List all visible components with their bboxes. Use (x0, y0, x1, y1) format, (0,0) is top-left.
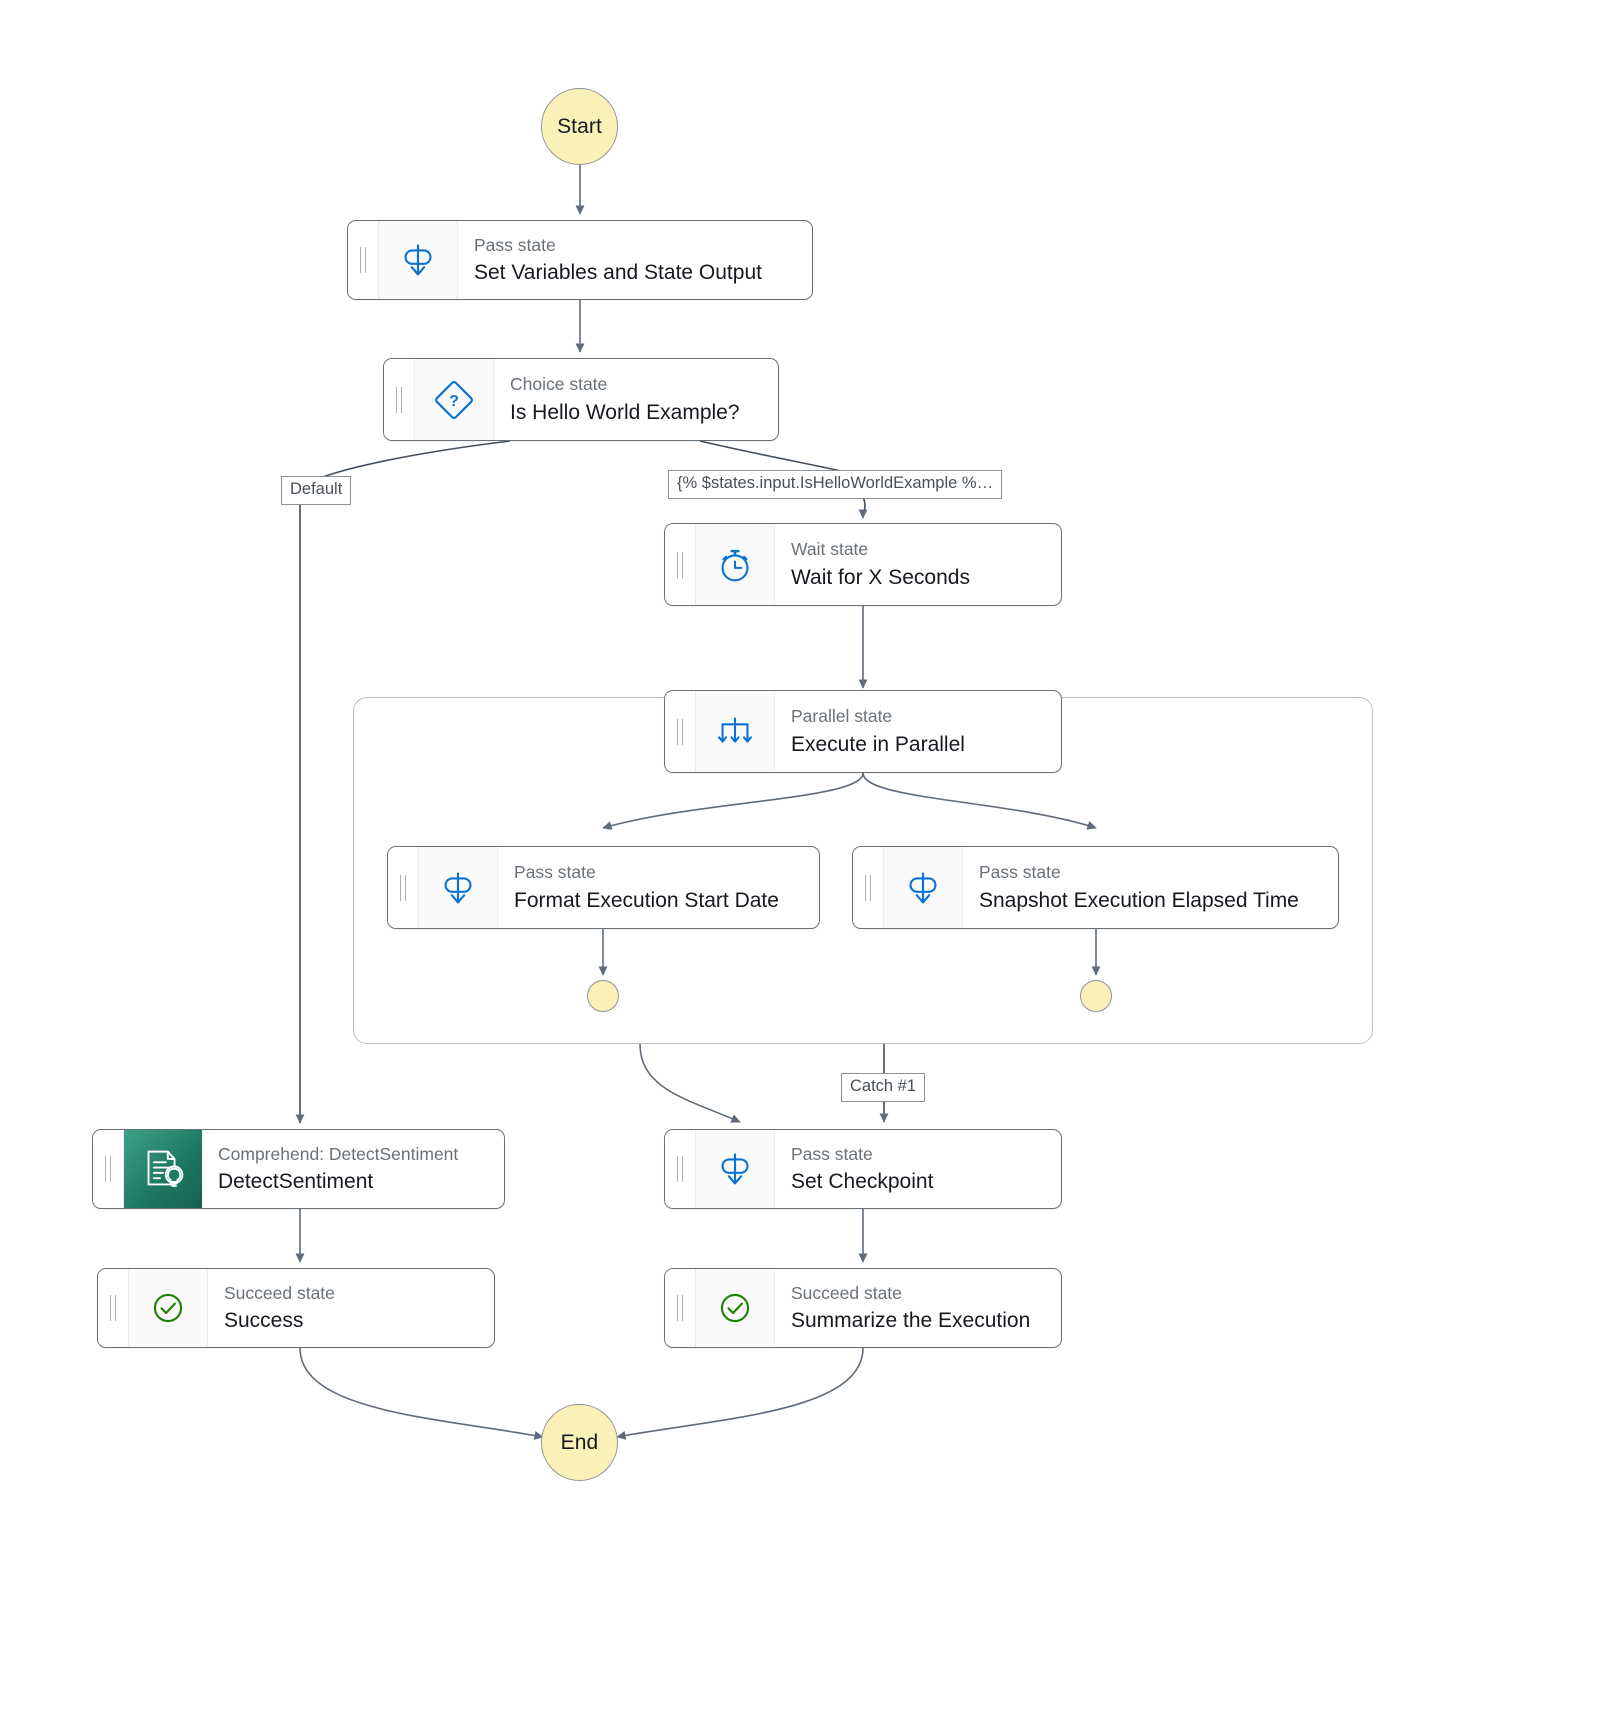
state-kind-label: Pass state (791, 1143, 873, 1164)
state-node-detect-sentiment[interactable]: Comprehend: DetectSentiment DetectSentim… (92, 1129, 505, 1209)
state-node-format-execution-start-date[interactable]: Pass state Format Execution Start Date (387, 846, 820, 929)
state-kind-label: Pass state (514, 862, 596, 883)
end-terminal[interactable]: End (541, 1404, 618, 1481)
state-name-label: Set Checkpoint (791, 1170, 934, 1194)
state-name-label: Wait for X Seconds (791, 565, 970, 589)
state-name-label: Snapshot Execution Elapsed Time (979, 888, 1299, 912)
wait-state-icon (696, 524, 775, 605)
node-text: Choice state Is Hello World Example? (494, 359, 778, 440)
state-kind-label: Choice state (510, 374, 608, 395)
node-text: Pass state Set Checkpoint (775, 1130, 1061, 1208)
node-text: Parallel state Execute in Parallel (775, 691, 1061, 772)
svg-text:?: ? (449, 393, 459, 410)
state-kind-label: Comprehend: DetectSentiment (218, 1143, 459, 1164)
state-kind-label: Pass state (979, 862, 1061, 883)
state-kind-label: Wait state (791, 539, 869, 560)
state-name-label: Set Variables and State Output (474, 261, 762, 285)
state-node-set-variables-and-state-output[interactable]: Pass state Set Variables and State Outpu… (347, 220, 813, 300)
state-node-is-hello-world-example[interactable]: ? Choice state Is Hello World Example? (383, 358, 779, 441)
state-node-summarize-the-execution[interactable]: Succeed state Summarize the Execution (664, 1268, 1062, 1348)
state-name-label: Summarize the Execution (791, 1309, 1031, 1333)
parallel-branch-1-end-terminal[interactable] (587, 980, 619, 1012)
parallel-branch-2-end-terminal[interactable] (1080, 980, 1112, 1012)
drag-handle[interactable] (348, 221, 379, 299)
state-node-wait-for-x-seconds[interactable]: Wait state Wait for X Seconds (664, 523, 1062, 606)
node-text: Succeed state Success (208, 1269, 494, 1347)
edge-label-catch-1[interactable]: Catch #1 (841, 1073, 926, 1102)
edge-label-text: Default (290, 480, 343, 498)
edge-label-text: {% $states.input.IsHelloWorldExample %… (677, 474, 994, 492)
end-terminal-label: End (560, 1430, 599, 1454)
node-text: Comprehend: DetectSentiment DetectSentim… (202, 1130, 504, 1208)
node-text: Pass state Format Execution Start Date (498, 847, 819, 928)
pass-state-icon (419, 847, 498, 928)
pass-state-icon (379, 221, 458, 299)
pass-state-icon (696, 1130, 775, 1208)
succeed-state-icon (696, 1269, 775, 1347)
parallel-state-icon (696, 691, 775, 772)
state-node-success[interactable]: Succeed state Success (97, 1268, 495, 1348)
edge-label-default[interactable]: Default (281, 476, 352, 505)
comprehend-detect-sentiment-icon (124, 1130, 202, 1208)
drag-handle[interactable] (665, 1269, 696, 1347)
drag-handle[interactable] (665, 524, 696, 605)
drag-handle[interactable] (384, 359, 415, 440)
state-node-set-checkpoint[interactable]: Pass state Set Checkpoint (664, 1129, 1062, 1209)
node-text: Pass state Set Variables and State Outpu… (458, 221, 812, 299)
state-kind-label: Succeed state (224, 1282, 335, 1303)
state-name-label: Is Hello World Example? (510, 400, 740, 424)
state-kind-label: Pass state (474, 234, 556, 255)
node-text: Wait state Wait for X Seconds (775, 524, 1061, 605)
edge-label-text: Catch #1 (850, 1077, 917, 1095)
state-name-label: DetectSentiment (218, 1170, 374, 1194)
drag-handle[interactable] (665, 1130, 696, 1208)
drag-handle[interactable] (853, 847, 884, 928)
state-name-label: Execute in Parallel (791, 732, 965, 756)
edge-label-choice-rule[interactable]: {% $states.input.IsHelloWorldExample %… (668, 470, 1003, 499)
state-name-label: Success (224, 1309, 304, 1333)
drag-handle[interactable] (388, 847, 419, 928)
state-kind-label: Succeed state (791, 1282, 902, 1303)
start-terminal-label: Start (557, 114, 602, 138)
state-node-execute-in-parallel[interactable]: Parallel state Execute in Parallel (664, 690, 1062, 773)
node-text: Pass state Snapshot Execution Elapsed Ti… (963, 847, 1338, 928)
drag-handle[interactable] (93, 1130, 124, 1208)
state-kind-label: Parallel state (791, 706, 893, 727)
choice-state-icon: ? (415, 359, 494, 440)
state-name-label: Format Execution Start Date (514, 888, 779, 912)
drag-handle[interactable] (665, 691, 696, 772)
drag-handle[interactable] (98, 1269, 129, 1347)
state-node-snapshot-execution-elapsed-time[interactable]: Pass state Snapshot Execution Elapsed Ti… (852, 846, 1339, 929)
pass-state-icon (884, 847, 963, 928)
succeed-state-icon (129, 1269, 208, 1347)
node-text: Succeed state Summarize the Execution (775, 1269, 1061, 1347)
start-terminal[interactable]: Start (541, 88, 618, 165)
